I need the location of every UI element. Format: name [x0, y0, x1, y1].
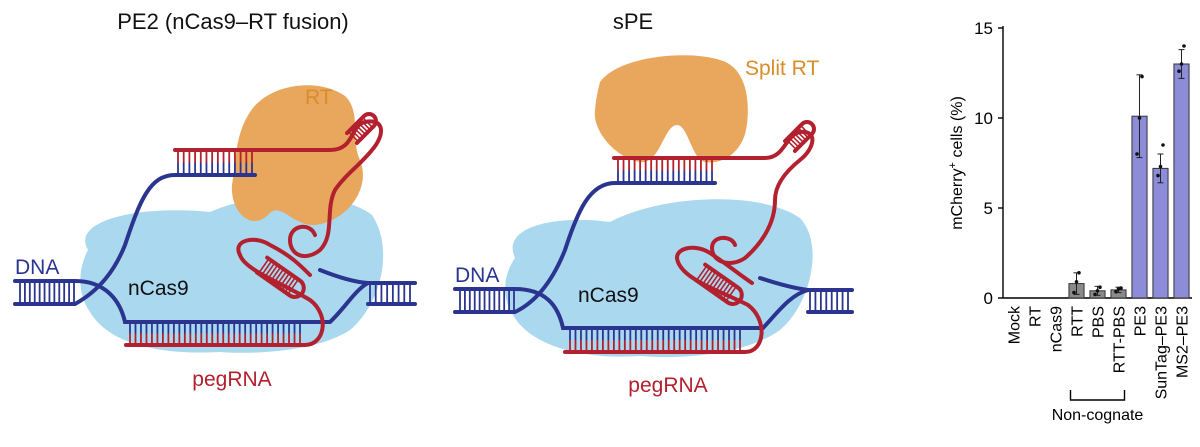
spe-rt-label: Split RT	[745, 57, 819, 80]
spe-title: sPE	[613, 9, 653, 34]
spe-ncas9-label: nCas9	[578, 284, 639, 307]
data-point	[1077, 271, 1081, 275]
data-point	[1095, 289, 1100, 293]
y-tick-label: 15	[974, 19, 993, 38]
x-tick-label: nCas9	[1049, 306, 1066, 352]
spe-pegrna-label: pegRNA	[628, 374, 707, 397]
data-point	[1137, 116, 1142, 120]
spe-dna-rungs	[459, 289, 515, 312]
spe-ncas9-shape	[505, 199, 813, 357]
pe2-hairpin-top	[345, 112, 378, 145]
pe2-ncas9-shape	[80, 195, 384, 353]
spe-pegrna-stem	[569, 328, 741, 352]
pe2-dna-label: DNA	[15, 256, 59, 279]
spe-pegrna	[563, 129, 815, 354]
y-tick-label: 5	[984, 199, 993, 218]
pe2-ncas9-label: nCas9	[128, 277, 189, 300]
pe2-dna	[13, 173, 417, 324]
panel-spe: sPE Split RT nCas9 DNA pegRNA	[453, 9, 854, 397]
x-tick-label: RT	[1028, 306, 1045, 327]
spe-dna-rungs-top	[617, 158, 713, 183]
x-tick-label: RTT	[1070, 306, 1087, 337]
bar	[1152, 167, 1169, 299]
data-point	[1140, 74, 1144, 79]
y-axis-label: mCherry+ cells (%)	[947, 96, 966, 230]
pe2-rt-shape	[231, 85, 363, 226]
pe2-hairpin-bottom	[254, 255, 306, 299]
spe-dna-label: DNA	[455, 264, 499, 287]
data-point	[1093, 292, 1097, 297]
pe2-pegrna-stem	[129, 322, 301, 345]
x-tick-label: SunTag–PE3	[1154, 306, 1171, 400]
data-point	[1156, 173, 1160, 178]
spe-hairpin-bottom	[692, 262, 744, 306]
x-tick-label: MS2–PE3	[1175, 306, 1192, 378]
x-tick-label: PBS	[1091, 306, 1108, 338]
pe2-rt-label: RT	[305, 86, 333, 109]
data-point	[1179, 62, 1184, 66]
spe-dna-rungs-right	[809, 290, 849, 312]
data-point	[1114, 289, 1118, 294]
data-point	[1177, 69, 1181, 73]
pe2-title: PE2 (nCas9–RT fusion)	[117, 9, 349, 34]
y-tick-label: 10	[974, 109, 993, 128]
spe-hairpin-top	[783, 120, 816, 153]
data-point	[1158, 164, 1163, 169]
data-point	[1135, 152, 1139, 156]
data-point	[1161, 143, 1165, 147]
data-point	[1119, 286, 1123, 290]
x-tick-label: RTT-PBS	[1112, 306, 1129, 373]
spe-split-rt-shape	[594, 55, 748, 163]
bar	[1173, 63, 1190, 299]
data-point	[1074, 280, 1079, 284]
pe2-dna-rungs-top	[177, 150, 253, 175]
pe2-dna-rungs	[19, 281, 75, 304]
group-bracket	[1069, 390, 1126, 401]
group-label: Non-cognate	[1052, 407, 1144, 424]
panel-pe2: PE2 (nCas9–RT fusion) RT nCas9 DNA pegRN…	[13, 9, 417, 391]
data-point	[1098, 285, 1102, 290]
y-tick-label: 0	[984, 289, 993, 308]
x-tick-label: PE3	[1133, 306, 1150, 336]
pe2-dna-rungs-right	[369, 283, 411, 304]
pe2-pegrna-label: pegRNA	[192, 368, 271, 391]
data-point	[1182, 44, 1186, 48]
x-tick-label: Mock	[1007, 305, 1024, 344]
data-point	[1072, 290, 1076, 295]
